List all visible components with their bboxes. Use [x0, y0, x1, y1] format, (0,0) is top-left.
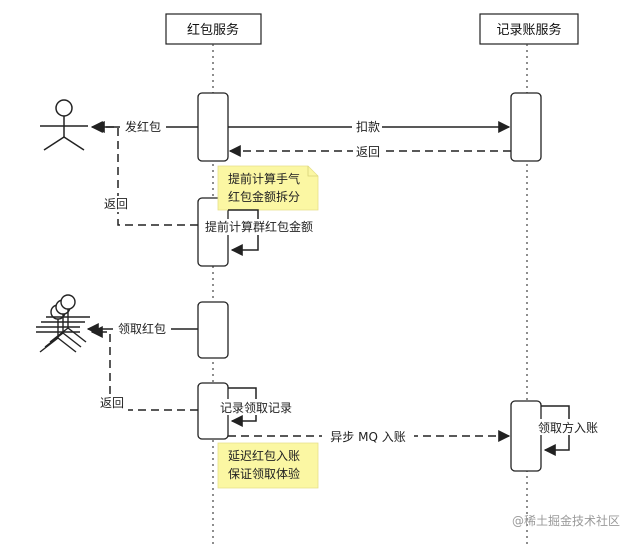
note-delay-credit: 延迟红包入账 保证领取体验 [217, 442, 319, 489]
note-precompute-line2: 红包金额拆分 [228, 189, 300, 204]
label-return-user-1: 返回 [104, 197, 128, 211]
label-precompute-group: 提前计算群红包金额 [205, 219, 313, 234]
label-return-ledger: 返回 [356, 145, 380, 159]
label-record-claim: 记录领取记录 [220, 401, 292, 415]
arrow-return-user-2 [90, 326, 198, 411]
note-precompute: 提前计算手气 红包金额拆分 [217, 165, 319, 211]
activation-ledger-1 [510, 92, 542, 162]
watermark: @稀土掘金技术社区 [512, 513, 620, 528]
participant-ledger-service: 记录账服务 [479, 13, 579, 45]
arrow-return-user-1 [92, 121, 198, 226]
label-claimer-credit: 领取方入账 [538, 420, 598, 435]
activation-redpacket-1 [197, 92, 229, 162]
label-async-mq: 异步 MQ 入账 [330, 430, 405, 444]
participant-redpacket-service: 红包服务 [165, 13, 262, 45]
label-claim-redpacket: 领取红包 [118, 321, 166, 336]
note-delay-line2: 保证领取体验 [228, 466, 300, 481]
label-deduct: 扣款 [356, 120, 380, 134]
participant-redpacket-label: 红包服务 [187, 22, 239, 38]
label-send-redpacket: 发红包 [125, 119, 161, 134]
note-precompute-line1: 提前计算手气 [228, 171, 300, 186]
activation-redpacket-3 [197, 301, 229, 359]
actor-sender-icon [40, 99, 88, 151]
note-delay-line1: 延迟红包入账 [228, 448, 300, 463]
actor-claimers-icon [36, 294, 90, 353]
label-return-user-2: 返回 [100, 396, 124, 410]
participant-ledger-label: 记录账服务 [496, 22, 561, 38]
activation-ledger-2 [510, 400, 542, 472]
